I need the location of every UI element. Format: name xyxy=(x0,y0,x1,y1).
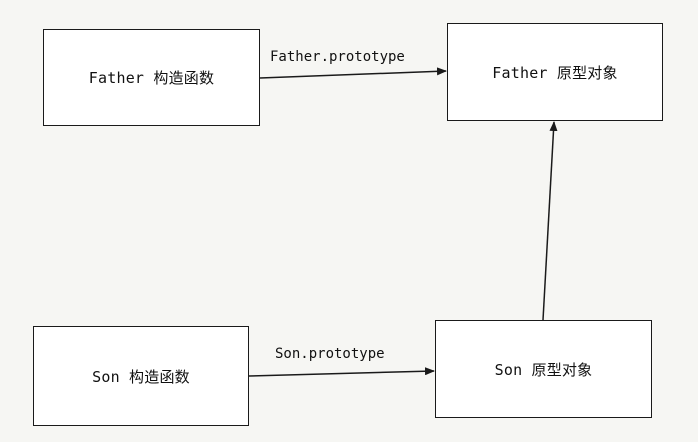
father-prototype-edge-label: Father.prototype xyxy=(270,49,405,65)
father-prototype-arrow xyxy=(259,67,447,79)
son-constructor-node: Son 构造函数 xyxy=(33,326,249,426)
father-prototype-object-node: Father 原型对象 xyxy=(447,23,663,121)
son-prototype-object-label: Son 原型对象 xyxy=(494,360,593,379)
father-constructor-label: Father 构造函数 xyxy=(88,69,215,87)
son-prototype-edge-label: Son.prototype xyxy=(275,346,385,362)
son-to-father-prototype-arrow xyxy=(542,121,558,321)
father-prototype-object-label: Father 原型对象 xyxy=(492,63,618,82)
son-constructor-label: Son 构造函数 xyxy=(92,367,190,386)
son-prototype-object-node: Son 原型对象 xyxy=(435,320,652,418)
father-constructor-node: Father 构造函数 xyxy=(43,29,260,126)
son-prototype-arrow xyxy=(248,367,435,377)
